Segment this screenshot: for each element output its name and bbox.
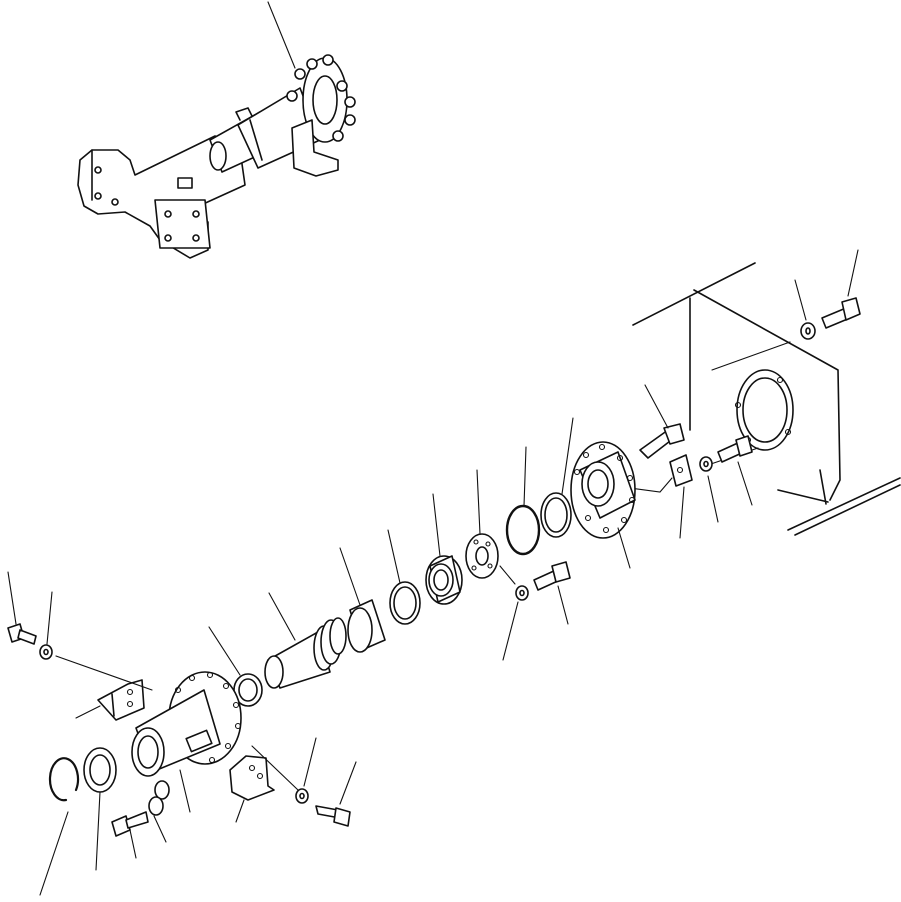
bracket-upper	[55, 655, 153, 721]
seal-ring-thin	[540, 417, 574, 538]
bolt-top-left	[7, 571, 37, 645]
bolt-lower-right	[315, 761, 357, 827]
tab-plate	[629, 454, 693, 539]
snap-ring	[39, 757, 80, 896]
stud-fitting	[639, 384, 685, 459]
grease-nipple	[148, 780, 170, 843]
cylinder-housing	[131, 671, 242, 813]
washer-mid-right	[699, 456, 719, 523]
o-ring	[505, 446, 541, 556]
thrust-plate	[465, 469, 499, 579]
bolt-top-right	[821, 249, 861, 329]
assembled-axle-inset	[77, 1, 356, 259]
bracket-lower	[229, 755, 275, 823]
washer-top-left	[39, 591, 53, 660]
bolt-lower-left	[111, 811, 149, 859]
bolt-mid-right	[717, 435, 753, 506]
seal	[83, 747, 117, 871]
bushing-small	[208, 626, 263, 707]
bearing	[425, 493, 463, 605]
retaining-ring-mid	[387, 529, 421, 625]
pivot-pin	[264, 592, 347, 689]
bolt-center	[533, 561, 571, 625]
sleeve-bushing	[339, 547, 386, 653]
flange-hub	[570, 441, 636, 569]
washer-top-right	[794, 279, 816, 340]
frame-mount	[632, 262, 901, 536]
washer-lower-right	[251, 737, 317, 804]
washer-center	[499, 565, 529, 661]
